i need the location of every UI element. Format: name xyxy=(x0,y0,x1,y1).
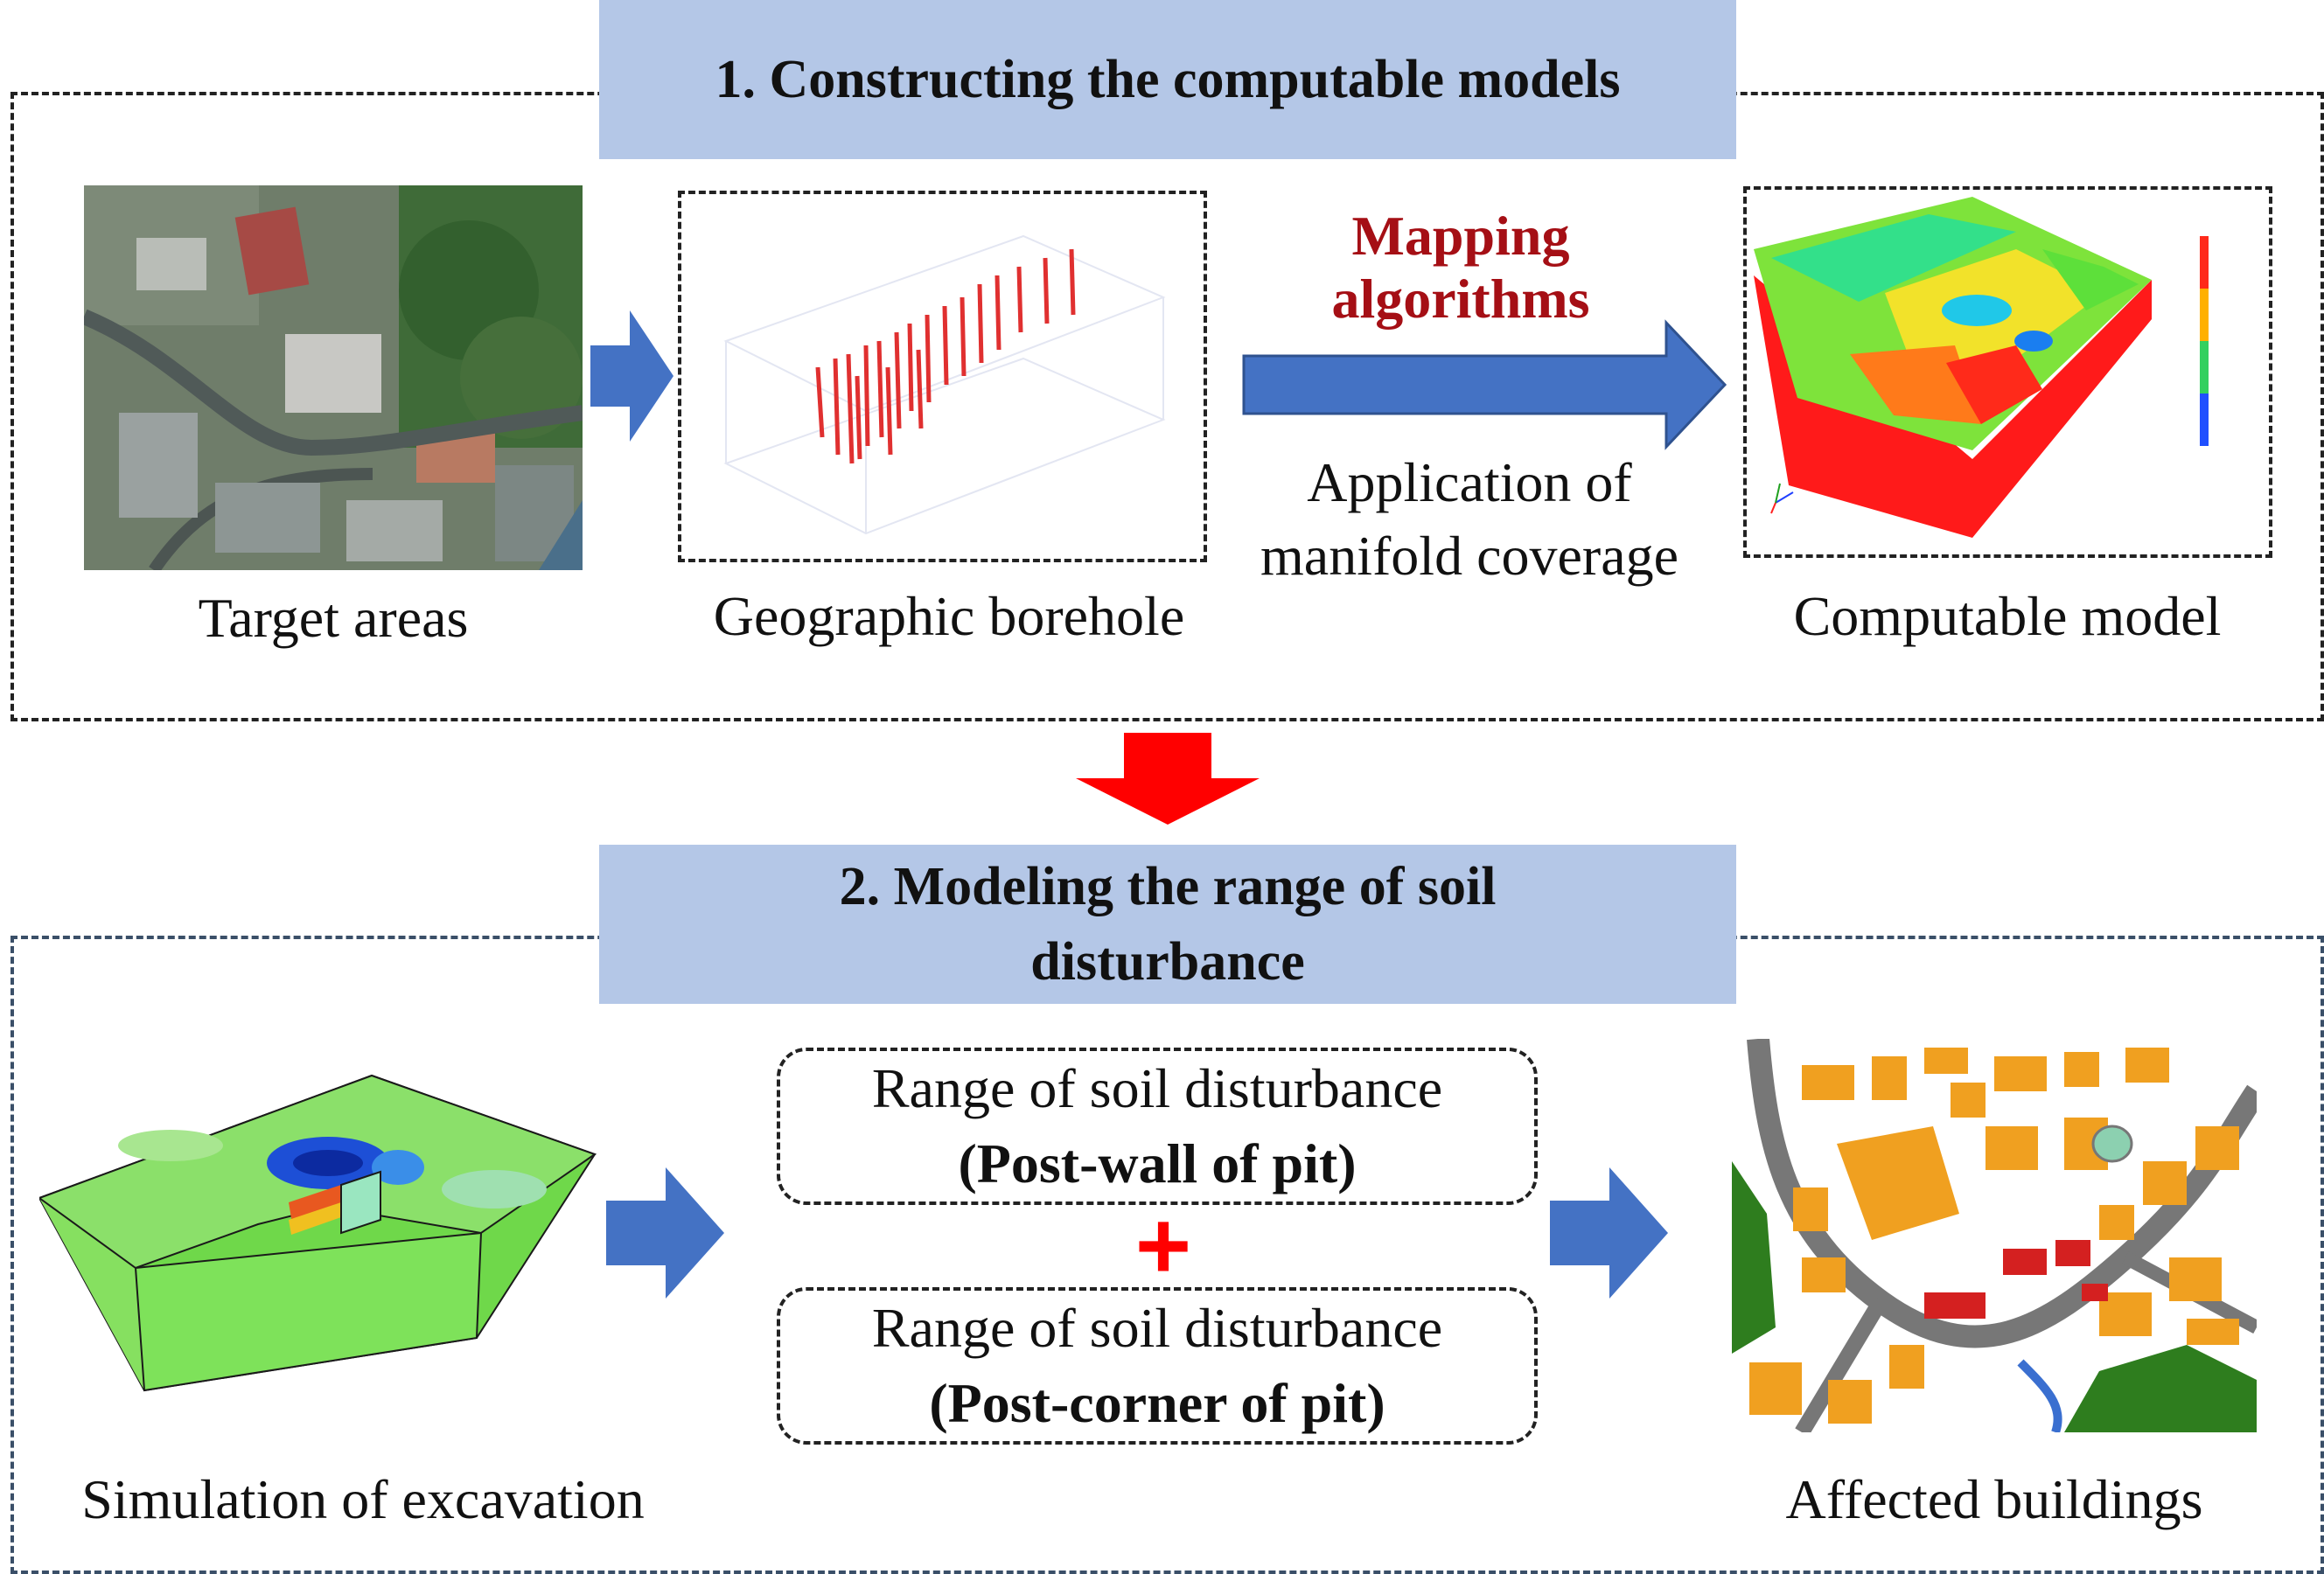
aerial-photo-icon xyxy=(84,185,583,570)
3d-model-icon xyxy=(1754,197,2261,547)
section2-banner-line-2: disturbance xyxy=(1030,932,1305,992)
arrow-down-icon xyxy=(1076,733,1260,825)
borehole-plot-icon xyxy=(691,201,1194,551)
plus-sign: + xyxy=(1134,1192,1192,1299)
range-post-wall-box: Range of soil disturbance (Post-wall of … xyxy=(777,1048,1538,1205)
excavation-model-icon xyxy=(39,1067,599,1399)
range-post-wall-line-1: Range of soil disturbance xyxy=(871,1057,1443,1119)
arrow-right-2-icon xyxy=(606,1167,724,1299)
mapping-line-1: Mapping xyxy=(1351,205,1570,267)
section2-banner: 2. Modeling the range of soil disturbanc… xyxy=(599,845,1736,1004)
mapping-line-2: algorithms xyxy=(1331,268,1590,330)
range-post-corner-line-2: (Post-corner of pit) xyxy=(929,1372,1385,1434)
arrow-right-1-icon xyxy=(590,310,673,442)
section1-banner: 1. Constructing the computable models xyxy=(599,0,1736,159)
mapping-algorithms-label: Mapping algorithms xyxy=(1233,205,1688,331)
building-map-icon xyxy=(1732,1039,2257,1432)
section2-banner-line-1: 2. Modeling the range of soil xyxy=(839,857,1497,916)
application-label: Application of manifold coverage xyxy=(1225,446,1714,593)
range-post-corner-box: Range of soil disturbance (Post-corner o… xyxy=(777,1287,1538,1445)
target-areas-caption: Target areas xyxy=(198,587,469,649)
borehole-frame xyxy=(678,191,1207,562)
simulation-caption: Simulation of excavation xyxy=(81,1468,645,1530)
range-post-wall-line-2: (Post-wall of pit) xyxy=(958,1132,1357,1194)
range-post-corner-line-1: Range of soil disturbance xyxy=(871,1297,1443,1359)
application-line-2: manifold coverage xyxy=(1260,525,1678,587)
borehole-caption: Geographic borehole xyxy=(713,585,1185,647)
application-line-1: Application of xyxy=(1307,451,1632,513)
arrow-right-mapping-icon xyxy=(1242,319,1727,450)
arrow-right-3-icon xyxy=(1550,1167,1668,1299)
model-caption: Computable model xyxy=(1793,585,2222,647)
model-frame xyxy=(1743,186,2272,558)
buildings-caption: Affected buildings xyxy=(1785,1468,2203,1530)
